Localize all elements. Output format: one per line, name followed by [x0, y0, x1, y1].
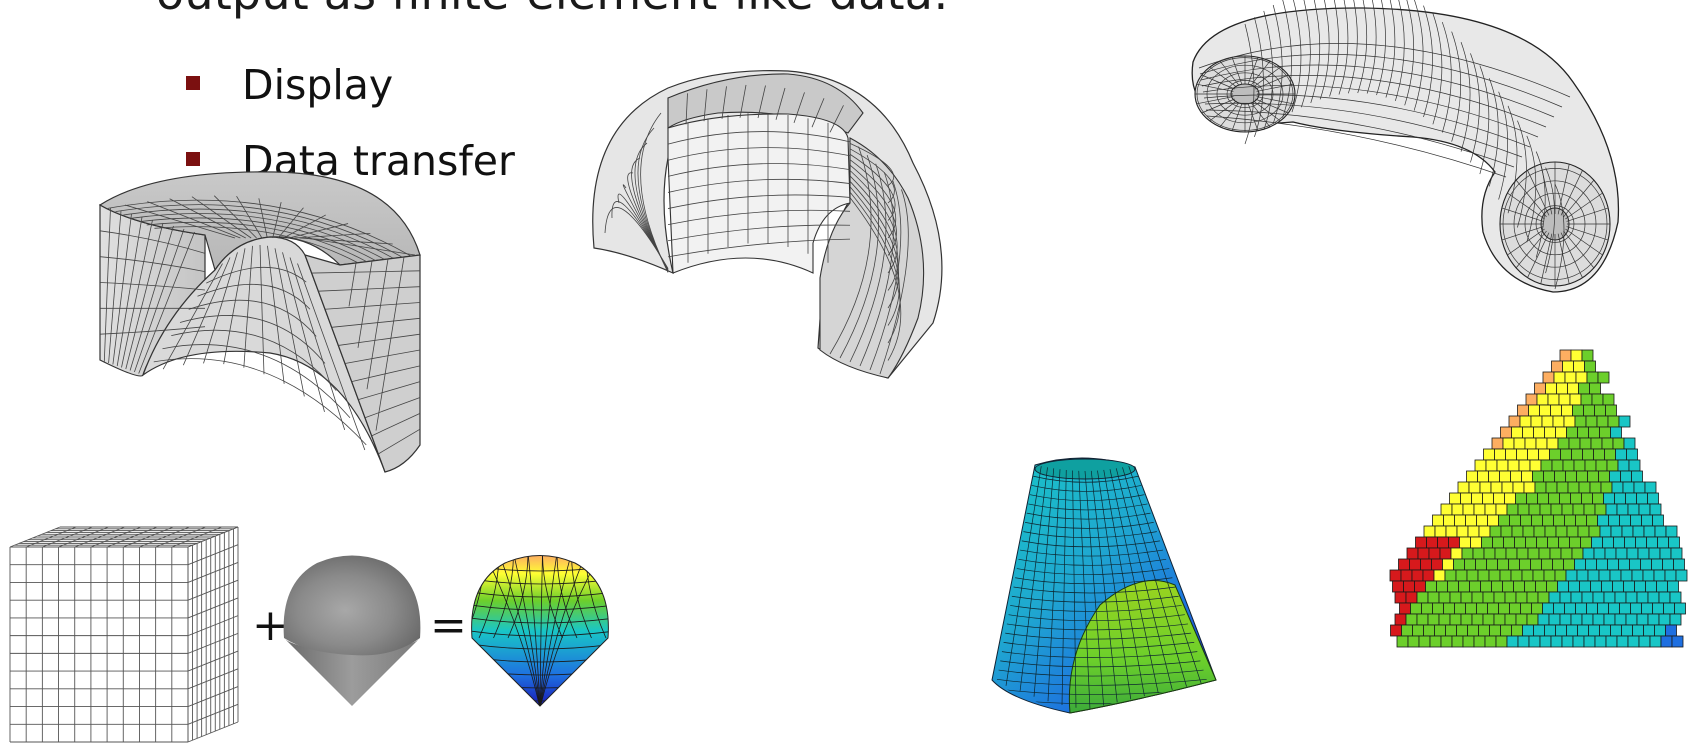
bullet-item-display: Display [186, 60, 515, 136]
slide-heading: output as finite-element-like data: [156, 0, 949, 20]
bullet-marker-icon [186, 76, 200, 90]
voxel-field-figure [1389, 349, 1688, 648]
cube-grid-figure [9, 526, 239, 743]
torus-segment-mesh-figure [1191, 0, 1620, 293]
bullet-label: Display [242, 61, 394, 109]
equals-operator: = [430, 600, 467, 651]
bulb-solid-figure [283, 555, 421, 706]
bullet-marker-icon [186, 152, 200, 166]
hemisphere-shell-mesh-figure [592, 70, 943, 379]
bulb-field-figure [471, 555, 609, 707]
cone-field-figure [991, 457, 1217, 714]
plus-operator: + [252, 600, 289, 651]
bullet-list: Display Data transfer [186, 60, 515, 212]
cylinder-wedge-mesh-figure [98, 171, 421, 473]
